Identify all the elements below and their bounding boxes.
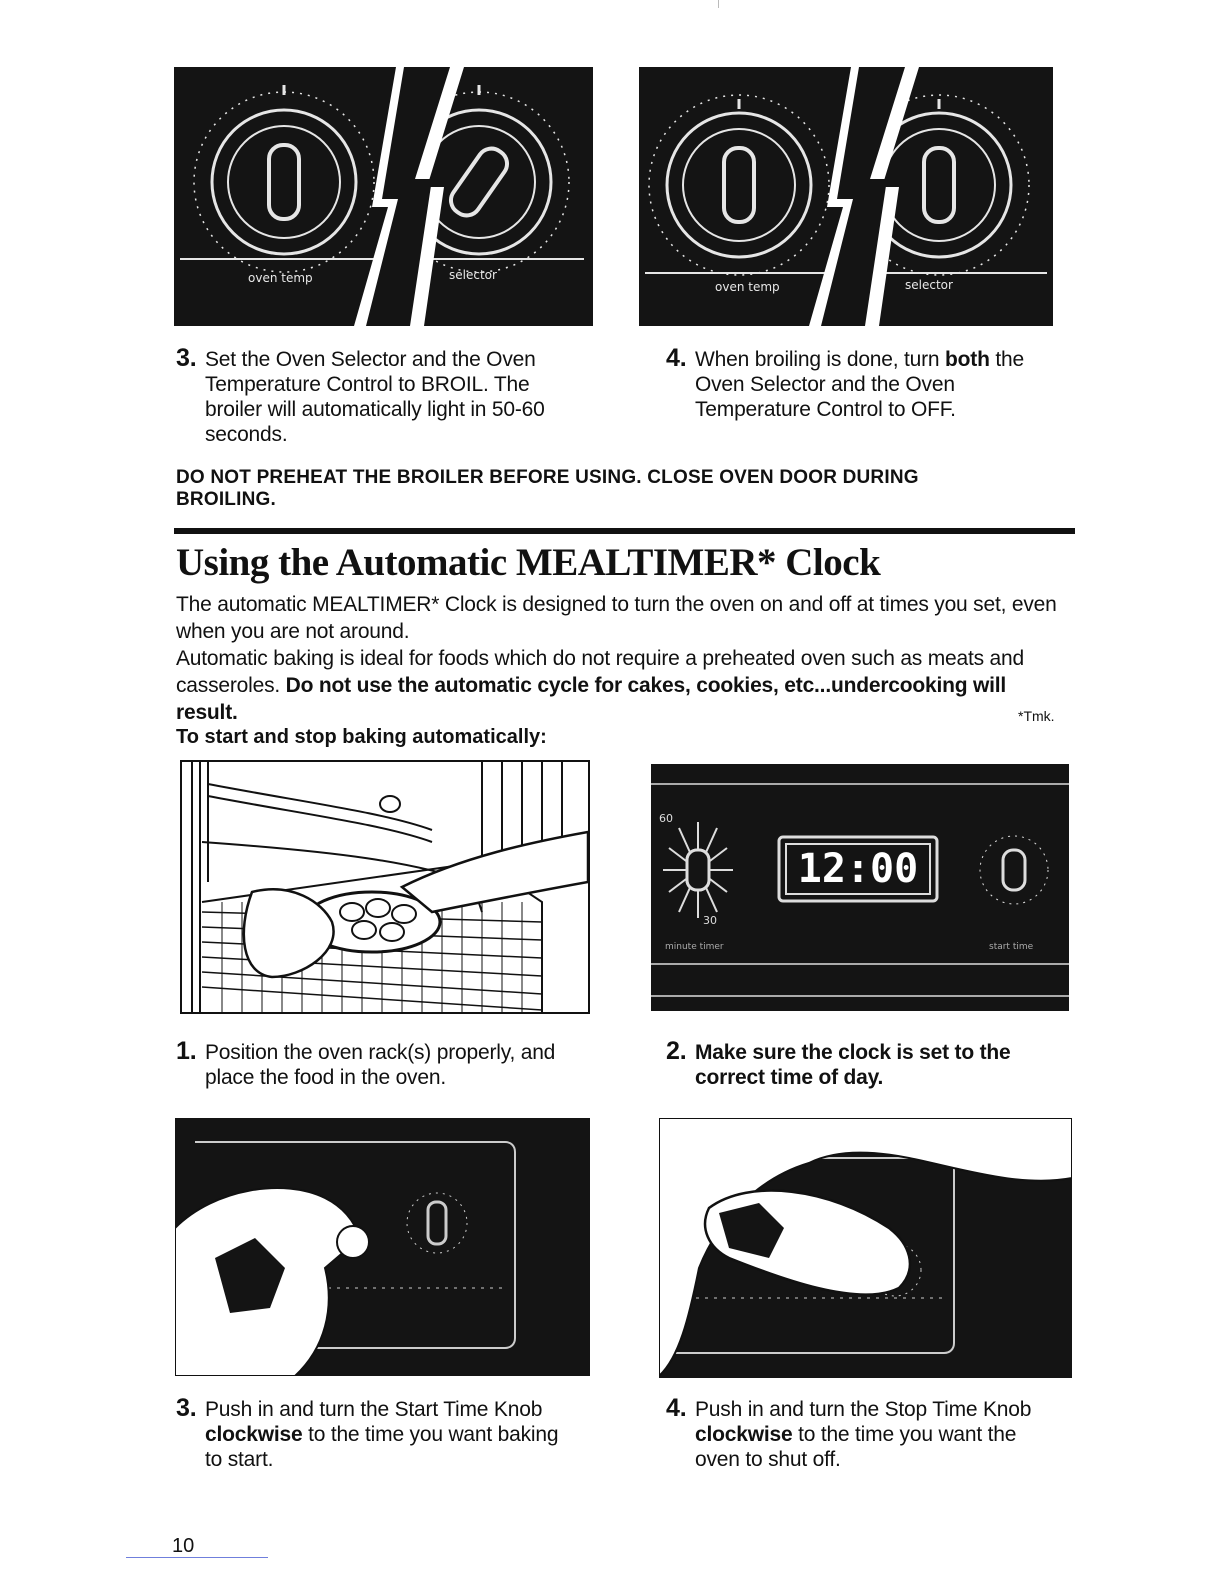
- step-text: Make sure the clock is set to the correc…: [695, 1041, 1011, 1089]
- step-number: 3.: [176, 1394, 197, 1422]
- oven-temp-label: oven temp: [248, 271, 313, 285]
- caution-text: Do not use the automatic cycle for cakes…: [176, 674, 1007, 724]
- selector-label: selector: [449, 268, 497, 282]
- footer-line: [126, 1557, 268, 1558]
- knobs-illustration: [645, 67, 1047, 326]
- oven-rack-drawing: [191, 762, 588, 1012]
- scan-tick-mark: [718, 0, 719, 8]
- page-number: 10: [172, 1535, 195, 1557]
- clock-panel-drawing: 60 30: [651, 783, 1069, 997]
- start-time-knob-photo: [175, 1118, 590, 1376]
- section-divider: [174, 528, 1075, 534]
- emphasis: clockwise: [205, 1423, 303, 1446]
- broil-knobs-photo-left: oven temp selector: [174, 67, 593, 326]
- emphasis: clockwise: [695, 1423, 793, 1446]
- step-text: Position the oven rack(s) properly, and …: [205, 1041, 556, 1089]
- intro-paragraph-2: Automatic baking is ideal for foods whic…: [176, 647, 1024, 724]
- oven-rack-illustration: [180, 760, 590, 1014]
- intro-paragraph-1: The automatic MEALTIMER* Clock is design…: [176, 593, 1057, 643]
- step-number: 4.: [666, 344, 687, 372]
- step-number: 2.: [666, 1037, 687, 1065]
- start-time-label: start time: [989, 942, 1034, 952]
- selector-label: selector: [905, 278, 953, 292]
- clock-panel-photo: 60 30 12:00 minute timer start time: [651, 764, 1069, 1011]
- oven-temp-label: oven temp: [715, 280, 780, 294]
- emphasis: both: [945, 348, 990, 371]
- subheading: To start and stop baking automatically:: [176, 726, 547, 748]
- step-number: 1.: [176, 1037, 197, 1065]
- section-intro: The automatic MEALTIMER* Clock is design…: [176, 591, 1066, 726]
- minute-timer-label: minute timer: [665, 942, 724, 952]
- step-number: 3.: [176, 344, 197, 372]
- step-text: Push in and turn the Stop Time Knob cloc…: [695, 1398, 1032, 1471]
- broil-warning: DO NOT PREHEAT THE BROILER BEFORE USING.…: [176, 467, 919, 510]
- step-text: When broiling is done, turn both the Ove…: [695, 348, 1024, 421]
- section-title: Using the Automatic MEALTIMER* Clock: [176, 541, 881, 584]
- svg-text:30: 30: [703, 914, 717, 927]
- stop-time-knob-photo: [659, 1118, 1072, 1378]
- step-text: Set the Oven Selector and the Oven Tempe…: [205, 348, 545, 446]
- svg-text:60: 60: [659, 812, 673, 825]
- knobs-illustration: [180, 67, 584, 326]
- hand-turning-knob-drawing: [659, 1118, 1072, 1378]
- trademark-note: *Tmk.: [1018, 708, 1055, 724]
- step-text: Push in and turn the Start Time Knob clo…: [205, 1398, 559, 1471]
- hand-turning-knob-drawing: [175, 1141, 516, 1376]
- clock-display: 12:00: [797, 846, 919, 892]
- step-number: 4.: [666, 1394, 687, 1422]
- broil-knobs-photo-right: oven temp selector: [639, 67, 1053, 326]
